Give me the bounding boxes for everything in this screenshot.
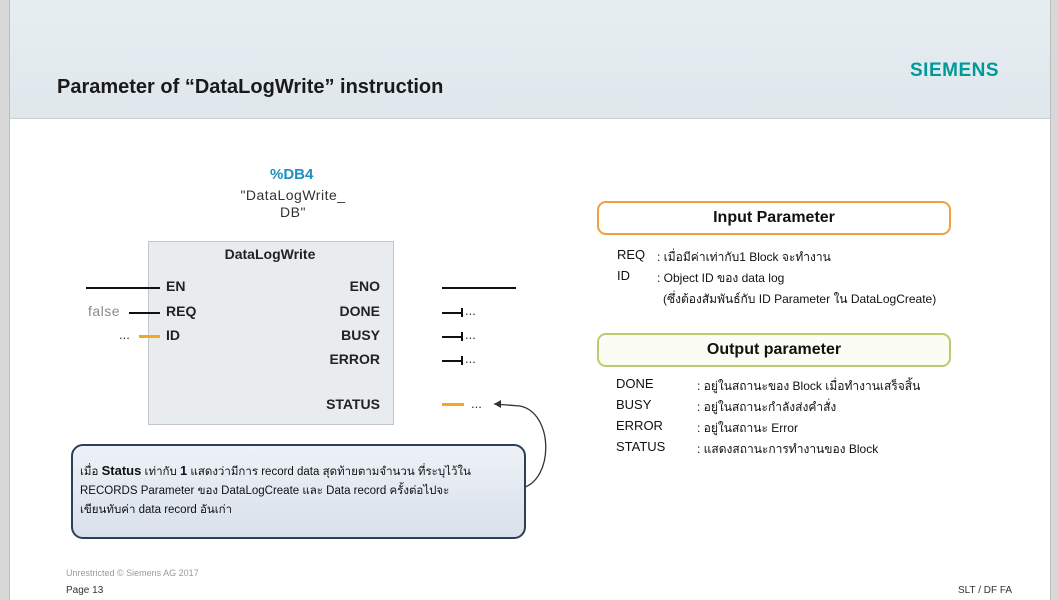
status-value[interactable]: ... [471,396,482,411]
error-wire-end [461,356,463,365]
busy-value[interactable]: ... [465,327,476,342]
output-parameter-heading: Output parameter [597,333,951,367]
done-wire-end [461,308,463,317]
eno-wire[interactable] [442,287,516,289]
input-param-req-desc: : เมื่อมีค่าเท่ากับ1 Block จะทำงาน [657,250,831,264]
output-param-error-name: ERROR [616,418,663,433]
en-wire[interactable] [86,287,160,289]
note-status-word: Status [101,463,142,478]
pin-req: REQ [166,303,197,319]
output-param-busy-desc: : อยู่ในสถานะกำลังส่งคำสั่ง [697,400,837,414]
error-value[interactable]: ... [465,351,476,366]
callout-arrow [493,400,547,489]
note-middle: เท่ากับ [141,466,180,478]
id-wire[interactable] [139,335,160,338]
pin-eno: ENO [349,278,380,294]
instance-db-comment-line2: DB" [280,204,306,220]
pin-en: EN [166,278,186,294]
output-param-status-name: STATUS [616,439,666,454]
input-param-id-name: ID [617,268,630,283]
instance-db-comment-line1: "DataLogWrite_ [240,187,346,203]
header-band [10,0,1050,119]
output-param-done-name: DONE [616,376,654,391]
output-param-status-desc: : แสดงสถานะการทำงานของ Block [697,442,879,456]
status-note-text: เมื่อ Status เท่ากับ 1 แสดงว่ามีการ reco… [80,461,520,520]
busy-wire-end [461,332,463,341]
note-line-1: เมื่อ Status เท่ากับ 1 แสดงว่ามีการ reco… [80,461,520,482]
pin-busy: BUSY [341,327,380,343]
pin-id: ID [166,327,180,343]
footer-department: SLT / DF FA [958,585,1013,596]
pin-status: STATUS [326,396,380,412]
output-param-busy-name: BUSY [616,397,652,412]
status-note-box [71,444,526,539]
req-wire[interactable] [129,312,160,314]
instance-db-name: %DB4 [270,166,314,183]
output-param-error-desc: : อยู่ในสถานะ Error [697,421,798,435]
pin-error: ERROR [329,351,380,367]
input-param-id-desc: : Object ID ของ data log [657,271,785,285]
done-wire[interactable] [442,312,462,314]
note-one: 1 [179,463,188,478]
note-prefix: เมื่อ [80,466,102,478]
footer-page-number: Page 13 [66,585,104,596]
function-block-name: DataLogWrite [224,246,316,262]
pin-done: DONE [339,303,380,319]
siemens-logo: SIEMENS [910,60,1000,81]
slide-title: Parameter of “DataLogWrite” instruction [57,76,444,98]
req-value[interactable]: false [88,303,121,319]
error-wire[interactable] [442,360,462,362]
status-wire[interactable] [442,403,464,406]
input-parameter-heading: Input Parameter [597,201,951,235]
note-line-2: RECORDS Parameter ของ DataLogCreate และ … [80,485,450,497]
function-block-box[interactable] [148,241,394,425]
note-rest-line1: แสดงว่ามีการ record data สุดท้ายตามจำนวน… [187,466,471,478]
busy-wire[interactable] [442,336,462,338]
input-param-id-note: (ซึ่งต้องสัมพันธ์กับ ID Parameter ใน Dat… [663,292,937,306]
footer-classification: Unrestricted © Siemens AG 2017 [66,568,199,578]
done-value[interactable]: ... [465,303,476,318]
input-param-req-name: REQ [617,247,646,262]
output-param-done-desc: : อยู่ในสถานะของ Block เมื่อทำงานเสร็จสิ… [697,379,921,393]
id-value[interactable]: ... [119,327,130,342]
note-line-3: เขียนทับค่า data record อันเก่า [80,504,233,516]
instance-db-comment: "DataLogWrite_ DB" [218,187,368,221]
